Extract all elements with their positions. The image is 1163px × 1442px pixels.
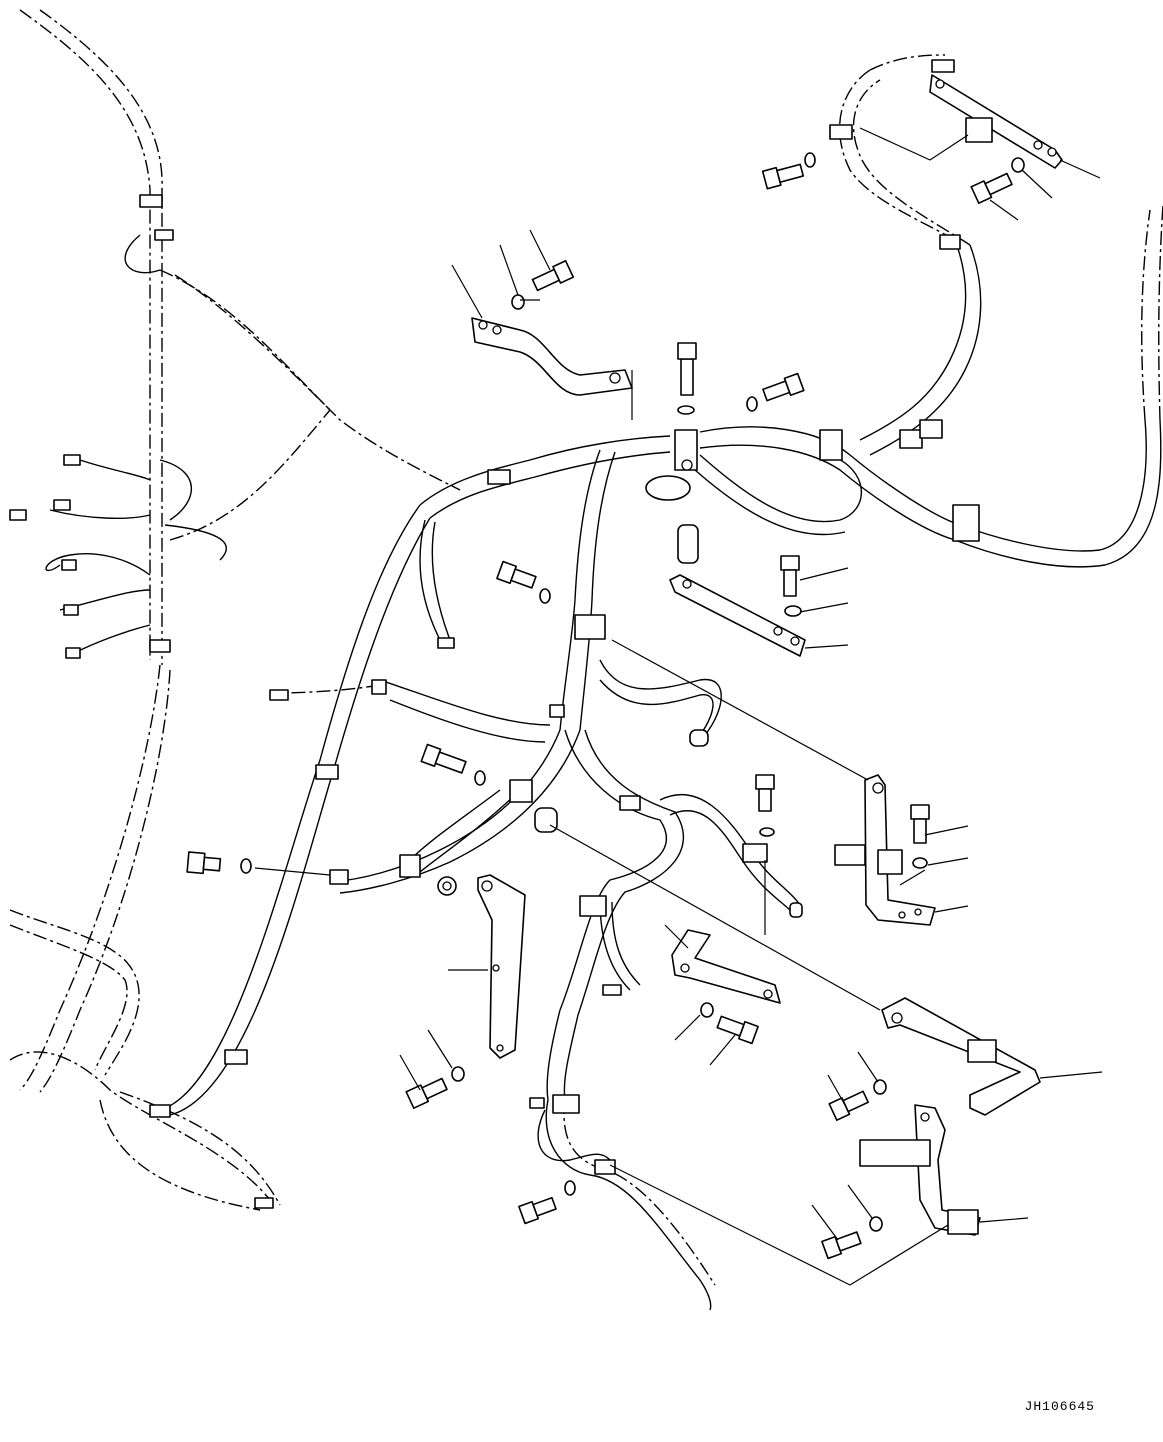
washer xyxy=(511,294,525,310)
bolt xyxy=(518,1196,557,1225)
bolt xyxy=(821,1231,862,1260)
washer xyxy=(240,858,252,874)
spacer xyxy=(677,524,699,564)
bracket-right-l xyxy=(864,774,936,926)
wiring-harness xyxy=(9,9,1163,1311)
bolt xyxy=(420,743,467,774)
washer xyxy=(451,1066,465,1082)
brackets xyxy=(437,74,1063,1236)
bolt xyxy=(755,774,775,812)
washer xyxy=(539,588,551,604)
bolt xyxy=(677,342,697,396)
bolt xyxy=(405,1077,448,1109)
bolt xyxy=(970,172,1013,204)
bracket-u-large xyxy=(881,997,1041,1116)
bolt xyxy=(716,1015,759,1045)
washer xyxy=(700,1002,714,1018)
plate-center xyxy=(669,574,806,657)
drawing-reference-code: JH106645 xyxy=(1024,1399,1095,1414)
bolt xyxy=(186,851,222,875)
washer xyxy=(1011,157,1025,173)
washer xyxy=(759,827,775,837)
bolt xyxy=(496,560,537,589)
washer xyxy=(804,152,816,168)
bolt xyxy=(531,259,575,292)
bolt xyxy=(761,163,805,190)
bracket-left-vertical xyxy=(477,874,526,1059)
washer xyxy=(677,405,695,415)
washer xyxy=(746,396,758,412)
connectors xyxy=(9,59,955,1209)
harness-clamps xyxy=(139,124,980,1175)
leader-lines xyxy=(254,127,1103,1286)
washer xyxy=(784,605,802,617)
spacer xyxy=(534,807,558,833)
washer xyxy=(873,1079,887,1095)
washer xyxy=(474,770,486,786)
bolt xyxy=(910,804,930,844)
washer xyxy=(564,1180,576,1196)
bracket-lower-center xyxy=(671,929,781,1004)
bolt xyxy=(762,372,805,402)
clip-block xyxy=(965,117,993,143)
fasteners xyxy=(186,152,1025,1260)
bolt xyxy=(828,1090,869,1121)
washer xyxy=(869,1216,883,1232)
bracket-top-right xyxy=(929,74,1063,169)
bolt xyxy=(780,555,800,597)
washer xyxy=(912,857,928,869)
